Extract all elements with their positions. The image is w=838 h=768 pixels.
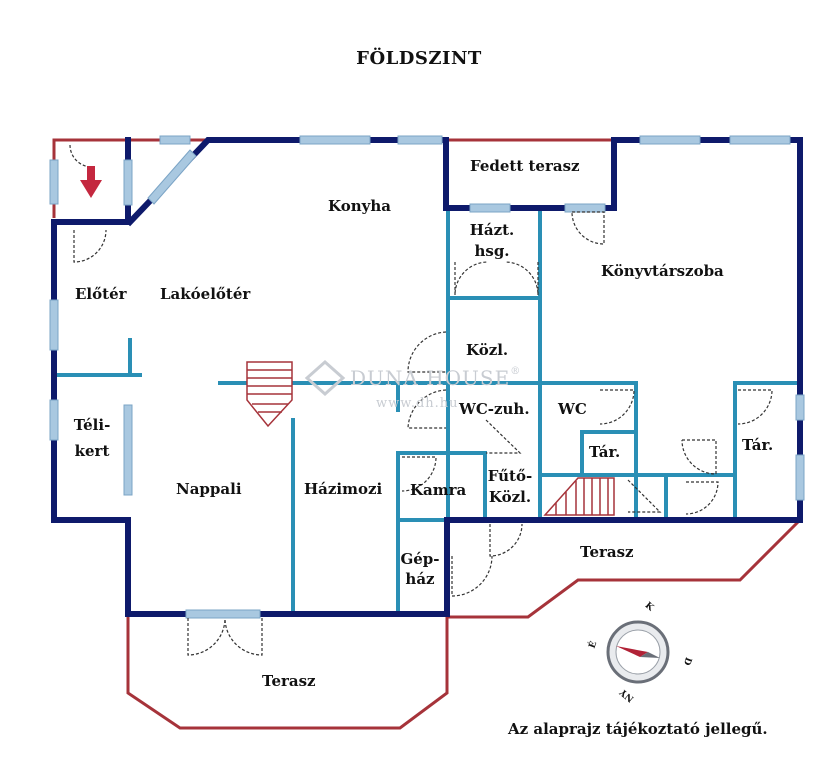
watermark-brand: DUNA HOUSE® [350, 366, 522, 390]
entry-arrow-icon [80, 166, 102, 198]
room-konyvtarszoba: Könyvtárszoba [601, 262, 724, 280]
room-wc: WC [558, 400, 587, 418]
stairs-main [246, 361, 293, 428]
room-nappali: Nappali [176, 480, 242, 498]
compass-icon [606, 620, 670, 684]
room-futo-line2: Közl. [488, 488, 532, 506]
room-tar-right: Tár. [742, 436, 774, 454]
room-konyha: Konyha [328, 197, 391, 215]
room-terasz-bottom: Terasz [262, 672, 316, 690]
terrace-outlines [52, 138, 802, 730]
room-lakoeloter: Lakóelőtér [160, 285, 251, 303]
room-hazimozi: Házimozi [304, 480, 383, 498]
room-gephaz-line2: ház [405, 570, 435, 588]
watermark-registered: ® [510, 366, 522, 377]
room-futo-line1: Fűtő- [487, 467, 533, 485]
room-hazt-hsg-line1: Házt. [469, 221, 515, 239]
room-eloter: Előtér [75, 285, 127, 303]
page-title: FÖLDSZINT [356, 48, 482, 69]
right-terrace-outline [447, 518, 802, 619]
outer-walls [51, 137, 803, 617]
room-terasz-right: Terasz [580, 543, 634, 561]
watermark-logo-icon [304, 359, 346, 397]
watermark-url: www.dh.hu [376, 396, 459, 411]
room-hazt-hsg-line2: hsg. [474, 242, 510, 260]
room-wc-zuh: WC-zuh. [459, 400, 530, 418]
room-kamra: Kamra [410, 481, 467, 499]
room-fedett-terasz: Fedett terasz [470, 157, 580, 175]
inner-walls [52, 208, 802, 614]
disclaimer-note: Az alaprajz tájékoztató jellegű. [508, 720, 768, 738]
doors [69, 144, 773, 656]
room-kozl: Közl. [466, 341, 509, 359]
room-teli-kert-line1: Téli- [73, 416, 111, 434]
stairs-small [543, 477, 615, 516]
bottom-terrace-outline [126, 617, 449, 730]
room-tar-small: Tár. [589, 443, 621, 461]
room-teli-kert-line2: kert [74, 442, 110, 460]
windows [49, 135, 805, 619]
room-gephaz-line1: Gép- [400, 550, 440, 568]
